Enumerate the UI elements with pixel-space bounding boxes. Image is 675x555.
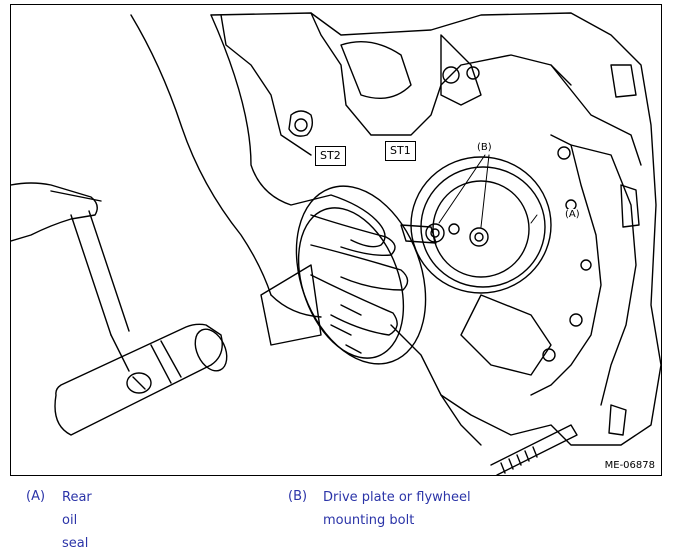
callout-a: (A) (564, 209, 581, 220)
legend-text-b: Drive plate or flywheel mounting bolt (323, 490, 471, 528)
legend-text-a: Rear oil seal (62, 490, 92, 551)
guide-bolt (490, 424, 578, 475)
legend-key-a: (A) (26, 489, 46, 504)
hand-illustration (130, 14, 409, 336)
manual-page: ST2 ST1 (B) (A) ME-06878 (A) Rear oil se… (10, 4, 662, 551)
hammer-hand-illustration (11, 182, 130, 336)
hammer-illustration (54, 323, 228, 436)
legend-key-b: (B) (288, 489, 308, 504)
engine-block (210, 12, 661, 446)
tool-label-st2: ST2 (315, 146, 346, 166)
figure-id: ME-06878 (604, 460, 655, 471)
engine-illustration (11, 12, 661, 475)
tool-label-st1: ST1 (385, 141, 416, 161)
installer-tool-st2 (260, 185, 437, 365)
callout-b: (B) (476, 142, 493, 153)
callout-leaders (438, 154, 538, 228)
illustration-figure: ST2 ST1 (B) (A) ME-06878 (10, 4, 662, 476)
